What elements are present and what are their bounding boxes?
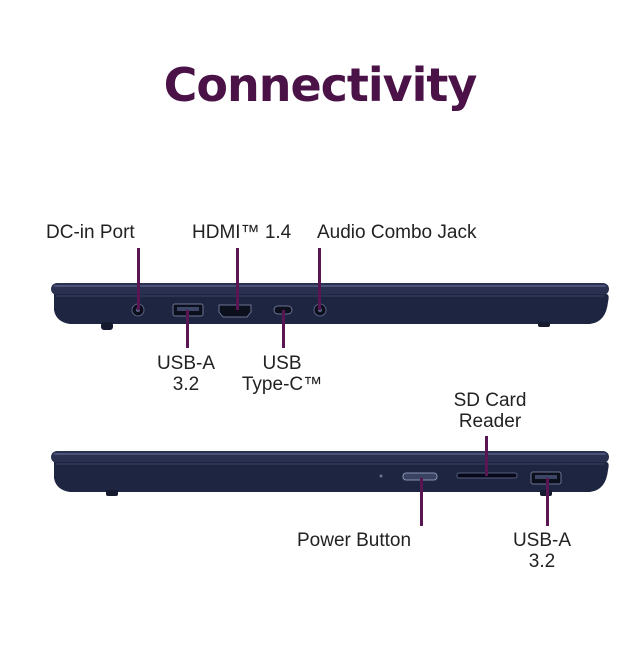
usb-a-right-label: USB-A 3.2 <box>502 530 582 572</box>
usb-c-label: USB Type-C™ <box>232 353 332 395</box>
hdmi-port-icon <box>218 304 252 318</box>
usb-a-left-label: USB-A 3.2 <box>146 353 226 395</box>
page-title: Connectivity <box>163 58 478 112</box>
power-leader <box>420 478 423 526</box>
laptop-right-side <box>50 450 612 500</box>
sd-card-label-line2: Reader <box>458 411 522 432</box>
indicator-led-icon <box>379 474 383 478</box>
usb-c-label-line2: Type-C™ <box>241 374 323 395</box>
sd-card-leader <box>485 436 488 476</box>
usb-a-left-label-line2: 3.2 <box>172 374 200 395</box>
dc-in-leader <box>137 248 140 310</box>
usb-a-left-label-line1: USB-A <box>156 353 216 374</box>
sd-card-label-line1: SD Card <box>453 390 527 411</box>
usb-c-leader <box>282 310 285 348</box>
usb-a-left-leader <box>186 310 189 348</box>
usb-a-right-label-line1: USB-A <box>512 530 572 551</box>
hdmi-leader <box>236 248 239 310</box>
usb-a-right-leader <box>546 478 549 526</box>
power-label: Power Button <box>297 530 412 551</box>
sd-card-label: SD Card Reader <box>440 390 540 432</box>
usb-a-right-label-line2: 3.2 <box>528 551 556 572</box>
usb-c-label-line1: USB <box>262 353 302 374</box>
hdmi-label: HDMI™ 1.4 <box>192 222 292 243</box>
dc-in-label: DC-in Port <box>46 222 135 243</box>
audio-leader <box>318 248 321 310</box>
audio-label: Audio Combo Jack <box>317 222 477 243</box>
